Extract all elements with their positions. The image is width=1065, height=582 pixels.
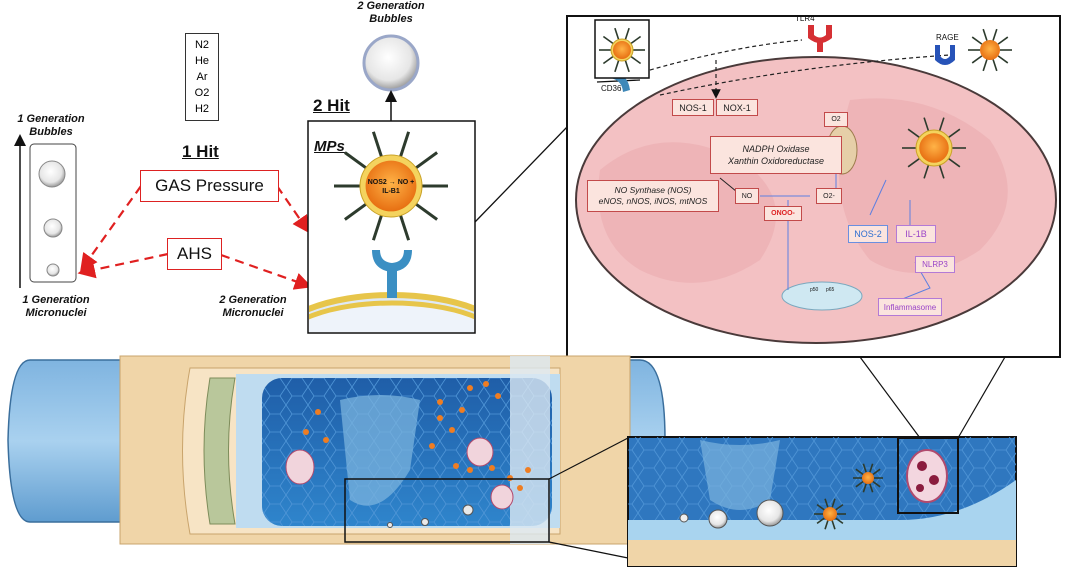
p65-label: p65 xyxy=(826,287,835,293)
gas-n2: N2 xyxy=(194,39,210,51)
rage-receptor-icon xyxy=(935,45,955,65)
gen2-micronuclei-label: 2 Generation Micronuclei xyxy=(219,294,287,319)
zoom-rect xyxy=(344,478,550,543)
gas-he: He xyxy=(194,55,210,67)
microparticle xyxy=(334,131,448,241)
cd36-label: CD36 xyxy=(601,84,622,93)
receptor-icon xyxy=(372,250,412,272)
nox1-box: NOX-1 xyxy=(716,99,758,116)
rage-label: RAGE xyxy=(936,33,959,42)
tlr4-label: TLR4 xyxy=(795,14,815,23)
blood-vessel xyxy=(7,355,666,545)
nadph-box: NADPH Oxidase Xanthin Oxidoreductase xyxy=(710,136,842,174)
dash-arrow xyxy=(77,252,169,279)
gas-h2: H2 xyxy=(194,103,210,115)
gen1-micronuclei-label: 1 Generation Micronuclei xyxy=(22,294,90,319)
dash-arrow xyxy=(80,185,142,272)
p50-label: p50 xyxy=(810,287,819,293)
inflammasome-box: Inflammasome xyxy=(878,298,942,316)
nlrp3-box: NLRP3 xyxy=(915,256,955,273)
o2-top-box: O2 xyxy=(824,112,848,127)
bubble-small xyxy=(46,263,60,277)
nos-synthase-box: NO Synthase (NOS) eNOS, nNOS, iNOS, mtNO… xyxy=(587,180,719,212)
mps-label: MPs xyxy=(314,138,345,155)
hit2-label: 2 Hit xyxy=(313,96,350,115)
bubble-medium xyxy=(43,218,63,238)
gen1-bubbles-label: 1 Generation Bubbles xyxy=(17,113,85,138)
mp-core-label: NOS2 → NO + IL-B1 xyxy=(367,179,415,195)
mp-rage xyxy=(968,28,1012,72)
mp-in-cell xyxy=(902,117,966,179)
no-box: NO xyxy=(735,188,759,204)
hit1-label: 1 Hit xyxy=(182,142,219,161)
gas-o2: O2 xyxy=(194,87,210,99)
gen2-bubble xyxy=(362,34,420,92)
gas-ar: Ar xyxy=(196,71,208,83)
ahs-box: AHS xyxy=(167,238,222,270)
il1b-box: IL-1B xyxy=(896,225,936,243)
dash-arrow xyxy=(276,185,310,234)
dna xyxy=(781,281,863,311)
gas-list: N2 He Ar O2 H2 xyxy=(185,33,219,121)
tlr4-receptor-icon xyxy=(808,25,832,43)
nos2-box: NOS-2 xyxy=(848,225,888,243)
onoo-box: ONOO- xyxy=(764,206,802,221)
gen2-bubbles-label: 2 Generation Bubbles xyxy=(357,0,425,25)
o2-minus-box: O2- xyxy=(816,188,842,204)
gas-pressure-box: GAS Pressure xyxy=(140,170,279,202)
dash-arrow xyxy=(220,253,313,290)
cell-zoom-box xyxy=(897,437,959,514)
nos1-box: NOS-1 xyxy=(672,99,714,116)
mp-corner xyxy=(599,27,645,73)
bubble-large xyxy=(38,160,66,188)
zoom-line xyxy=(474,126,568,223)
